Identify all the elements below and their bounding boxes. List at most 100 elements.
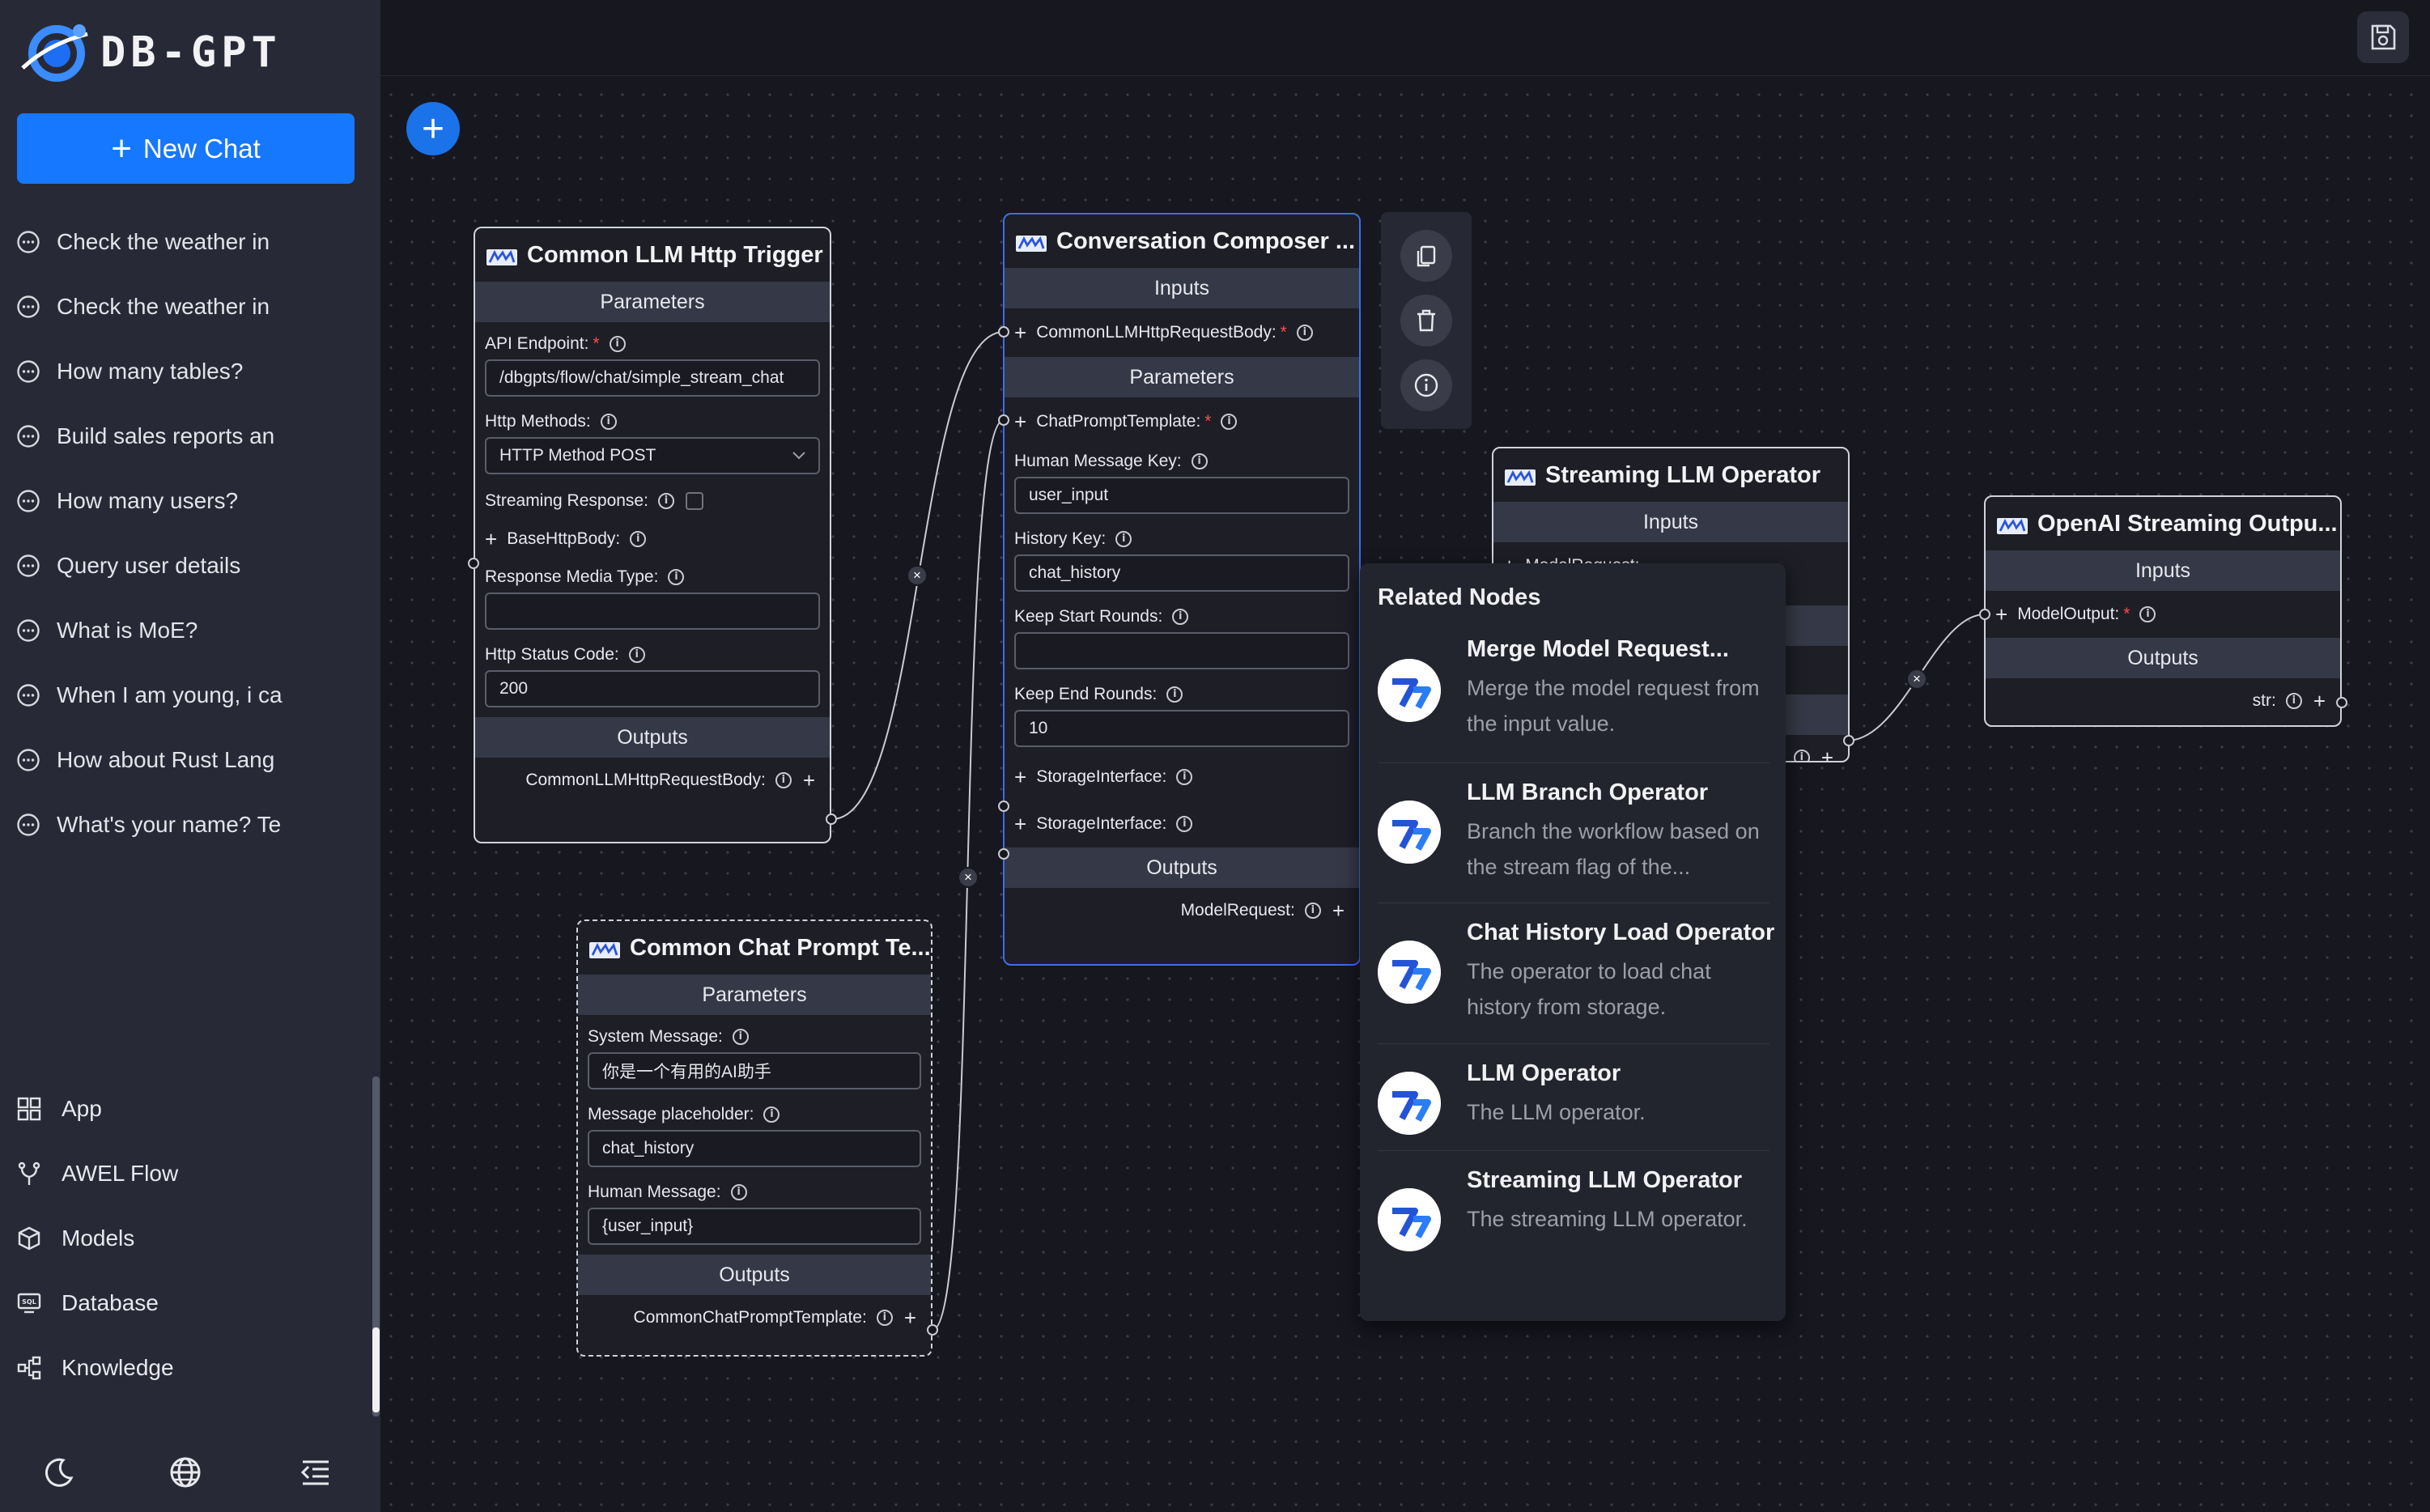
plus-icon[interactable]: +	[2313, 688, 2326, 713]
node-http-trigger[interactable]: Common LLM Http Trigger Parameters API E…	[474, 227, 831, 843]
input-handle[interactable]	[998, 801, 1009, 812]
http-methods-select[interactable]: HTTP Method POST	[485, 437, 820, 474]
keep-end-rounds-input[interactable]: 10	[1014, 710, 1349, 747]
message-placeholder-input[interactable]: chat_history	[588, 1130, 921, 1167]
plus-icon[interactable]: +	[802, 767, 815, 792]
info-icon[interactable]	[1176, 816, 1193, 832]
keep-start-rounds-input[interactable]	[1014, 632, 1349, 669]
info-icon[interactable]	[1172, 609, 1189, 625]
add-node-button[interactable]: +	[406, 102, 460, 155]
output-handle[interactable]	[826, 813, 837, 825]
info-icon[interactable]	[1166, 686, 1183, 703]
status-code-input[interactable]: 200	[485, 670, 820, 707]
collapse-menu-icon[interactable]	[298, 1455, 332, 1489]
chat-history-item[interactable]: What's your name? Te	[16, 792, 364, 857]
node-openai-streaming-output[interactable]: OpenAI Streaming Outpu... Inputs +ModelO…	[1984, 495, 2342, 727]
node-conversation-composer[interactable]: Conversation Composer ... Inputs +Common…	[1003, 213, 1361, 966]
output-handle[interactable]	[1843, 735, 1854, 746]
info-icon[interactable]	[630, 531, 647, 547]
sidebar-scrollbar[interactable]	[372, 1077, 380, 1416]
info-icon[interactable]	[1115, 531, 1132, 547]
plus-icon[interactable]: +	[1332, 898, 1345, 923]
info-icon[interactable]	[628, 647, 645, 663]
moon-icon[interactable]	[42, 1455, 76, 1489]
info-icon[interactable]	[2139, 606, 2156, 622]
node-title: Common LLM Http Trigger	[527, 241, 823, 268]
scrollbar-thumb[interactable]	[372, 1327, 380, 1412]
info-icon[interactable]	[775, 772, 792, 788]
info-icon[interactable]	[657, 493, 674, 509]
chat-history-item[interactable]: What is MoE?	[16, 598, 364, 663]
plus-icon[interactable]: +	[1995, 601, 2008, 626]
input-handle[interactable]	[998, 414, 1009, 426]
chat-history-item[interactable]: How many users?	[16, 469, 364, 533]
plus-icon[interactable]: +	[903, 1305, 916, 1330]
info-icon[interactable]	[1191, 453, 1208, 469]
info-icon[interactable]	[1176, 769, 1193, 785]
info-icon[interactable]	[600, 414, 617, 430]
plus-icon[interactable]: +	[1014, 764, 1027, 789]
info-icon[interactable]	[609, 336, 626, 352]
chat-history-label: What is MoE?	[57, 618, 198, 643]
input-handle[interactable]	[1979, 609, 1990, 620]
delete-edge-button[interactable]: ×	[958, 867, 979, 888]
app-logo[interactable]: DB-GPT	[16, 18, 282, 87]
input-handle[interactable]	[998, 848, 1009, 860]
media-type-input[interactable]	[485, 592, 820, 630]
system-message-input[interactable]: 你是一个有用的AI助手	[588, 1052, 921, 1089]
input-handle[interactable]	[468, 558, 479, 569]
chat-history-item[interactable]: Build sales reports an	[16, 404, 364, 469]
human-message-input[interactable]: {user_input}	[588, 1208, 921, 1245]
info-icon[interactable]	[668, 569, 685, 585]
globe-icon[interactable]	[168, 1455, 202, 1489]
nav-item-knowledge[interactable]: Knowledge	[16, 1336, 364, 1400]
chat-history-item[interactable]: When I am young, i ca	[16, 663, 364, 728]
section-parameters: Parameters	[1005, 357, 1359, 397]
section-inputs: Inputs	[1493, 502, 1848, 542]
output-handle[interactable]	[927, 1324, 938, 1336]
chat-history-item[interactable]: Query user details	[16, 533, 364, 598]
node-chat-prompt-template[interactable]: Common Chat Prompt Te... Parameters Syst…	[576, 920, 932, 1357]
chat-history-item[interactable]: Check the weather in	[16, 274, 364, 339]
plus-icon[interactable]: +	[485, 526, 498, 551]
output-handle[interactable]	[2336, 697, 2347, 708]
delete-node-button[interactable]	[1400, 295, 1452, 346]
streaming-checkbox[interactable]	[685, 492, 703, 510]
nav-item-models[interactable]: Models	[16, 1206, 364, 1271]
chat-history-item[interactable]: Check the weather in	[16, 210, 364, 274]
plus-icon[interactable]: +	[1014, 811, 1027, 836]
info-icon[interactable]	[1296, 325, 1313, 341]
api-endpoint-input[interactable]: /dbgpts/flow/chat/simple_stream_chat	[485, 359, 820, 397]
input-handle[interactable]	[998, 326, 1009, 338]
copy-node-button[interactable]	[1400, 230, 1452, 282]
info-icon[interactable]	[1304, 903, 1321, 919]
related-node-item[interactable]: Merge Model Request...Merge the model re…	[1378, 622, 1769, 763]
required-mark: *	[2123, 605, 2130, 623]
new-chat-button[interactable]: + New Chat	[17, 113, 355, 184]
chat-history-item[interactable]: How many tables?	[16, 339, 364, 404]
chat-history-item[interactable]: How about Rust Lang	[16, 728, 364, 792]
info-icon[interactable]	[876, 1310, 893, 1326]
info-icon[interactable]	[1221, 414, 1238, 430]
delete-edge-button[interactable]: ×	[1906, 669, 1927, 690]
info-icon[interactable]	[732, 1029, 749, 1045]
history-key-input[interactable]: chat_history	[1014, 554, 1349, 592]
info-icon[interactable]	[1793, 750, 1810, 761]
save-flow-button[interactable]	[2357, 11, 2409, 63]
delete-edge-button[interactable]: ×	[907, 565, 928, 586]
plus-icon[interactable]: +	[1014, 409, 1027, 434]
plus-icon[interactable]: +	[1820, 745, 1833, 762]
node-info-button[interactable]	[1400, 359, 1452, 411]
nav-item-app[interactable]: App	[16, 1077, 364, 1141]
nav-item-awel-flow[interactable]: AWEL Flow	[16, 1141, 364, 1206]
human-message-key-input[interactable]: user_input	[1014, 477, 1349, 514]
info-icon[interactable]	[2285, 693, 2302, 709]
plus-icon[interactable]: +	[1014, 320, 1027, 345]
info-icon[interactable]	[763, 1106, 780, 1123]
info-icon[interactable]	[730, 1184, 747, 1200]
